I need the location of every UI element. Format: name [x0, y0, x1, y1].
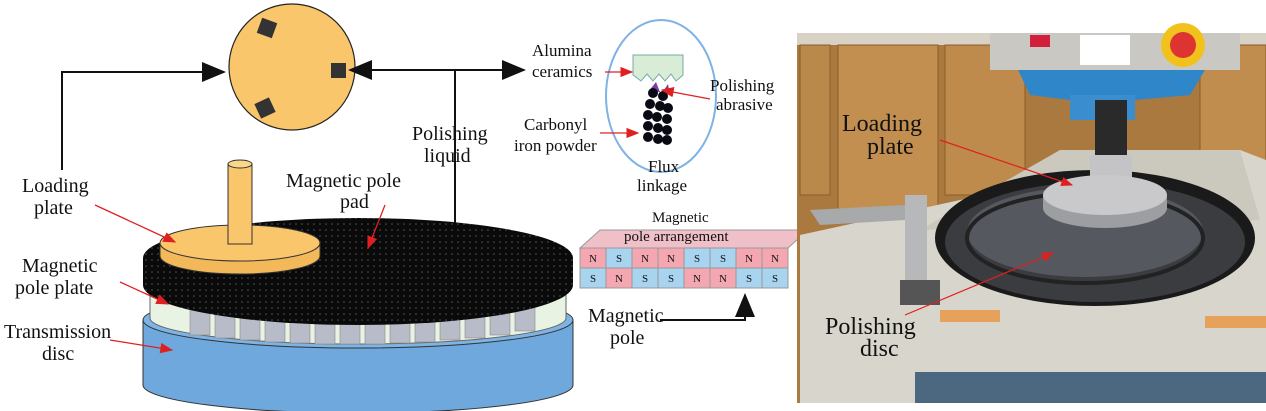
photo-label-polishing-disc: Polishing	[825, 314, 916, 340]
flow-arrows	[61, 60, 755, 321]
label-transmission-disc-2: disc	[42, 343, 74, 365]
label-loading-plate: Loading	[22, 175, 89, 197]
label-polishing-liquid-2: liquid	[424, 145, 471, 167]
label-arrangement: Magnetic	[652, 210, 709, 226]
label-polishing-abrasive: Polishing	[710, 76, 775, 95]
pole-letter: S	[616, 253, 622, 265]
pole-letter: N	[589, 253, 597, 265]
pole-letter: S	[746, 273, 752, 285]
label-carbonyl: Carbonyl	[524, 115, 588, 134]
label-flux-2: linkage	[637, 176, 687, 195]
photo-label-loading-plate: Loading	[842, 111, 922, 137]
label-transmission-disc: Transmission	[4, 321, 111, 343]
pole-letter: N	[745, 253, 753, 265]
pole-letter: S	[590, 273, 596, 285]
label-arrangement-2: pole arrangement	[624, 229, 729, 245]
pole-letter: S	[642, 273, 648, 285]
label-magnetic-pole-2: pole	[610, 327, 645, 349]
polishing-machine-photo: Loading plate Polishing disc	[797, 23, 1266, 403]
pointer-arrows	[94, 66, 711, 354]
label-flux: Flux	[648, 157, 680, 176]
label-magnetic-pole-pad-2: pad	[340, 191, 369, 213]
label-magnetic-pole-plate-2: pole plate	[15, 277, 93, 299]
label-alumina: Alumina	[532, 41, 592, 60]
pole-letter: N	[641, 253, 649, 265]
pole-letter: N	[615, 273, 623, 285]
label-polishing-abrasive-2: abrasive	[716, 95, 773, 114]
pole-cell	[761, 267, 789, 289]
photo-label-polishing-disc-2: disc	[860, 336, 899, 362]
pole-letter: N	[771, 253, 779, 265]
photo-label-loading-plate-2: plate	[867, 134, 914, 160]
label-polishing-liquid: Polishing	[412, 123, 488, 145]
pole-letter: S	[694, 253, 700, 265]
abrasive-detail	[605, 19, 717, 173]
label-alumina-2: ceramics	[532, 62, 592, 81]
pole-letter: S	[668, 273, 674, 285]
pole-letter: N	[719, 273, 727, 285]
label-magnetic-pole-plate: Magnetic	[22, 255, 98, 277]
pole-letter: S	[720, 253, 726, 265]
pole-letter: N	[693, 273, 701, 285]
label-magnetic-pole-pad: Magnetic pole	[286, 170, 401, 192]
label-loading-plate-2: plate	[34, 197, 73, 219]
label-carbonyl-2: iron powder	[514, 136, 597, 155]
pole-letter: S	[772, 273, 778, 285]
loading-plate	[159, 159, 321, 275]
label-magnetic-pole: Magnetic	[588, 305, 664, 327]
pole-letter: N	[667, 253, 675, 265]
top-view-plate	[228, 3, 356, 131]
